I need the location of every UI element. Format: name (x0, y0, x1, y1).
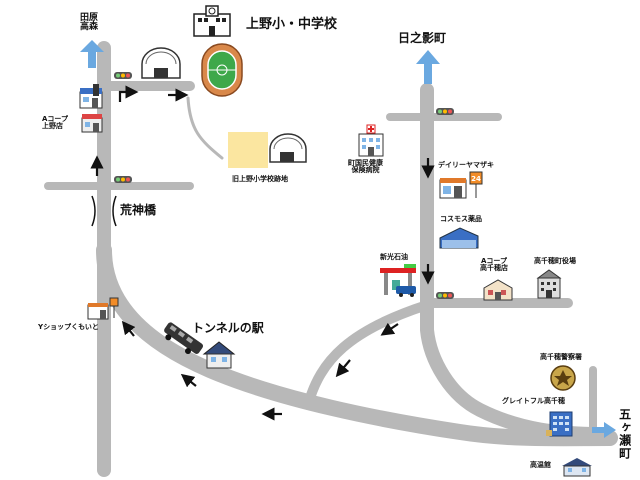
supermarket-icon (81, 114, 103, 133)
label-onsen: 高温館 (530, 461, 551, 469)
stadium-icon (201, 43, 243, 97)
traffic-light-icon (114, 176, 132, 183)
arrow-to-tahara (80, 40, 104, 68)
arrow-to-gokase (592, 422, 616, 438)
hospital-icon (358, 124, 384, 157)
label-police: 高千穂警察署 (540, 353, 582, 361)
svg-text:24: 24 (471, 175, 481, 183)
gas-station-icon (380, 264, 416, 297)
label-hotel: グレイトフル高千穂 (502, 397, 565, 405)
label-acoop-ueno: Aコープ上野店 (42, 115, 68, 131)
traffic-light-icon (114, 72, 132, 79)
police-icon (550, 365, 576, 391)
train-icon (164, 322, 204, 355)
bridge-mark-left (91, 195, 96, 227)
label-y-shop: Yショップくもいと (38, 323, 99, 331)
hotel-icon (546, 411, 573, 437)
label-hospital: 町国民健康保険病院 (348, 159, 383, 175)
school-building-icon (193, 5, 231, 37)
label-old-school-site: 旧上野小学校跡地 (232, 175, 288, 183)
dome-gym-icon (269, 133, 307, 163)
label-tahara-takamori: 田原高森 (80, 13, 99, 33)
label-kamino-school: 上野小・中学校 (246, 17, 338, 32)
supermarket-icon (439, 227, 479, 249)
flow-arrow-ul-1 (180, 373, 197, 388)
dome-gym-icon (141, 47, 181, 79)
traffic-light-icon (436, 108, 454, 115)
flow-arrow-ul-2 (121, 320, 136, 337)
supermarket-icon (483, 279, 513, 301)
convenience-store-icon (87, 297, 119, 320)
road-to-school-site (186, 96, 224, 160)
flow-arrow-left-branch-1 (380, 322, 399, 336)
label-niko-oil: 新光石油 (380, 253, 408, 261)
road-branch (303, 300, 432, 410)
traffic-light-icon (436, 292, 454, 299)
convenience-store-icon: 24 (439, 171, 483, 199)
label-town-office: 高千穂町役場 (534, 257, 576, 265)
road-main-curve (96, 242, 618, 447)
old-school-site-area (228, 132, 268, 168)
label-cosmos: コスモス薬品 (440, 215, 482, 223)
onsen-icon (562, 458, 592, 477)
label-gokase: 五ヶ瀬町 (617, 408, 632, 460)
town-hall-icon (536, 269, 562, 299)
flow-arrow-right-1 (118, 85, 139, 102)
flow-arrow-left-branch-2 (335, 359, 351, 378)
label-hinokage: 日之影町 (398, 31, 447, 45)
label-daily-yamazaki: デイリーヤマザキ (438, 161, 494, 169)
traffic-signal-pole-icon (93, 84, 99, 96)
arrow-to-hinokage (416, 50, 440, 84)
station-house-icon (202, 341, 236, 369)
label-tunnel-station: トンネルの駅 (192, 321, 264, 335)
label-kojin-bridge: 荒神橋 (120, 203, 157, 217)
label-acoop-takachiho: Aコープ高千穂店 (480, 257, 508, 273)
supermarket-icon (79, 88, 103, 109)
bridge-mark-right (112, 195, 117, 227)
